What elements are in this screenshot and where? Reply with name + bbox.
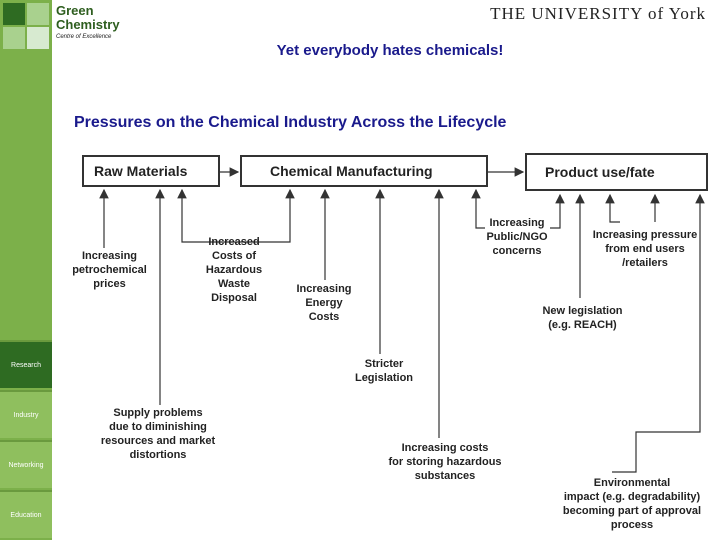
nav-education[interactable]: Education [0,490,52,538]
pressure-line: prices [93,278,126,290]
logo-square [27,27,49,49]
arrow-endusers [605,193,620,223]
pressure-line: from end users [605,243,685,255]
pressure-line: Disposal [211,292,257,304]
pressure-line: Increasing pressure [592,229,698,241]
nav-industry[interactable]: Industry [0,390,52,438]
slide-subheading: Pressures on the Chemical Industry Acros… [74,114,507,131]
brand-name: Green Chemistry Centre of Excellence [56,4,120,42]
nav-research[interactable]: Research [0,340,52,388]
slide-heading: Yet everybody hates chemicals! [276,42,504,59]
nav-label: Networking [8,461,44,469]
pressure-line: Costs of [212,250,256,262]
arrow-environmental [612,193,705,473]
pressure-line: Increasing [296,283,352,295]
brand-line1: Green [56,3,94,18]
stage-label: Chemical Manufacturing [270,163,433,179]
pressure-line: becoming part of approval [562,505,702,517]
pressure-stricter: Stricter Legislation [340,357,428,385]
logo [0,0,52,58]
pressure-line: Increased [208,236,260,248]
logo-square [27,3,49,25]
pressure-line: petrochemical [72,264,147,276]
arrow-waste-mfg [204,188,295,243]
pressure-environmental: Environmental impact (e.g. degradability… [548,476,716,532]
nav-label: Industry [13,411,39,419]
pressure-supply: Supply problems due to diminishing resou… [98,406,218,462]
pressure-legislation: New legislation (e.g. REACH) [530,304,635,332]
pressure-line: Increasing costs [401,442,489,454]
arrow-waste [177,188,204,243]
pressure-petrochemical: Increasing petrochemical prices [62,249,157,291]
pressure-line: Waste [218,278,250,290]
pressure-line: Environmental [593,477,671,489]
pressure-line: Stricter [364,358,404,370]
pressure-waste: Increased Costs of Hazardous Waste Dispo… [190,235,278,305]
pressure-energy: Increasing Energy Costs [284,282,364,324]
stage-raw-materials: Raw Materials [82,155,220,187]
logo-square [3,3,25,25]
pressure-line: due to diminishing [109,421,207,433]
pressure-line: Costs [308,311,340,323]
pressure-line: resources and market [100,435,216,447]
stage-label: Product use/fate [545,164,655,180]
pressure-line: for storing hazardous [388,456,502,468]
nav-networking[interactable]: Networking [0,440,52,488]
pressure-line: Supply problems [113,407,203,419]
brand-sub: Centre of Excellence [56,34,112,40]
pressure-line: /retailers [622,257,668,269]
pressure-endusers: Increasing pressure from end users /reta… [580,228,710,270]
pressure-line: Increasing [81,250,138,262]
pressure-line: concerns [492,245,542,257]
nav-label: Research [11,361,41,369]
pressure-line: New legislation [542,305,623,317]
stage-label: Raw Materials [94,163,188,179]
pressure-storing: Increasing costs for storing hazardous s… [375,441,515,483]
nav-label: Education [10,511,42,519]
pressure-line: substances [414,470,476,482]
stage-product-use: Product use/fate [525,153,708,191]
pressure-line: impact (e.g. degradability) [563,491,701,503]
pressure-line: process [610,519,654,531]
arrow-ngo-mfg [471,188,485,229]
pressure-ngo: Increasing Public/NGO concerns [478,216,556,258]
pressure-line: (e.g. REACH) [548,319,617,331]
stage-chemical-manufacturing: Chemical Manufacturing [240,155,488,187]
arrow-ngo-product [550,193,565,229]
brand-line2: Chemistry [56,17,120,32]
pressure-line: distortions [129,449,187,461]
pressure-line: Increasing [489,217,545,229]
pressure-line: Hazardous [205,264,263,276]
university-logo: THE UNIVERSITY of York [490,4,706,23]
pressure-line: Energy [305,297,343,309]
logo-square [3,27,25,49]
pressure-line: Public/NGO [486,231,548,243]
pressure-line: Legislation [354,372,414,384]
